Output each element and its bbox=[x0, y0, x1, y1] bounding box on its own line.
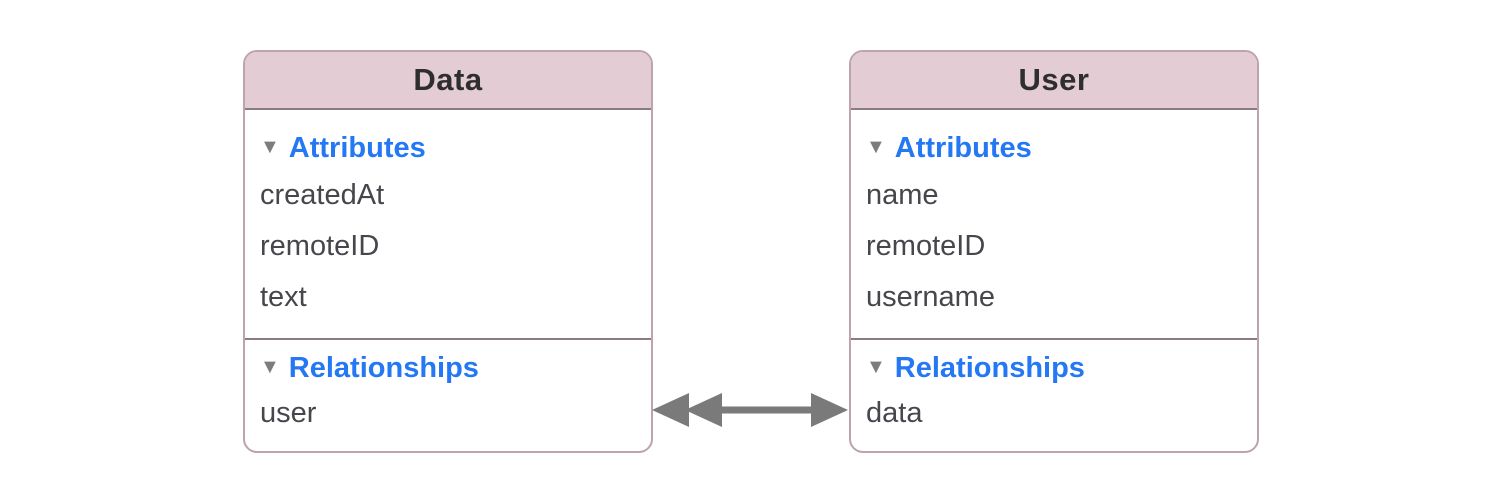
disclosure-triangle-icon[interactable]: ▼ bbox=[866, 356, 886, 378]
disclosure-triangle-icon[interactable]: ▼ bbox=[866, 136, 886, 158]
to-many-arrowhead-icon bbox=[685, 393, 722, 427]
relationships-section-header[interactable]: ▼ Relationships bbox=[866, 348, 1245, 388]
relationships-section-label: Relationships bbox=[288, 351, 479, 384]
entity-header[interactable]: Data bbox=[245, 52, 651, 110]
disclosure-triangle-icon[interactable]: ▼ bbox=[260, 136, 280, 158]
relationships-section-header[interactable]: ▼ Relationships bbox=[260, 348, 639, 388]
attributes-section-header[interactable]: ▼ Attributes bbox=[260, 126, 639, 170]
entity-header[interactable]: User bbox=[851, 52, 1257, 110]
relationship-row[interactable]: data bbox=[866, 396, 923, 429]
attribute-row[interactable]: createdAt bbox=[260, 179, 385, 211]
entity-card-user[interactable]: User ▼ Attributes name remoteID username… bbox=[849, 50, 1259, 453]
attributes-section-header[interactable]: ▼ Attributes bbox=[866, 126, 1245, 170]
relationship-arrow[interactable] bbox=[640, 380, 860, 440]
entity-title: User bbox=[1018, 62, 1090, 97]
relationship-row[interactable]: user bbox=[260, 396, 317, 429]
entity-card-data[interactable]: Data ▼ Attributes createdAt remoteID tex… bbox=[243, 50, 653, 453]
relationships-section: ▼ Relationships user bbox=[245, 340, 651, 438]
attributes-section: ▼ Attributes name remoteID username bbox=[851, 110, 1257, 340]
to-one-arrowhead-icon bbox=[811, 393, 848, 427]
entity-title: Data bbox=[413, 62, 483, 97]
attribute-row[interactable]: text bbox=[260, 281, 307, 313]
disclosure-triangle-icon[interactable]: ▼ bbox=[260, 356, 280, 378]
relationships-section-label: Relationships bbox=[894, 351, 1085, 384]
arrow-shaft bbox=[706, 406, 818, 414]
attributes-section-label: Attributes bbox=[894, 131, 1032, 164]
to-many-arrowhead-icon bbox=[652, 393, 689, 427]
attributes-section: ▼ Attributes createdAt remoteID text bbox=[245, 110, 651, 340]
attribute-row[interactable]: remoteID bbox=[260, 230, 380, 262]
attribute-row[interactable]: name bbox=[866, 179, 939, 211]
attributes-section-label: Attributes bbox=[288, 131, 426, 164]
attribute-row[interactable]: remoteID bbox=[866, 230, 986, 262]
attribute-row[interactable]: username bbox=[866, 281, 995, 313]
relationships-section: ▼ Relationships data bbox=[851, 340, 1257, 438]
